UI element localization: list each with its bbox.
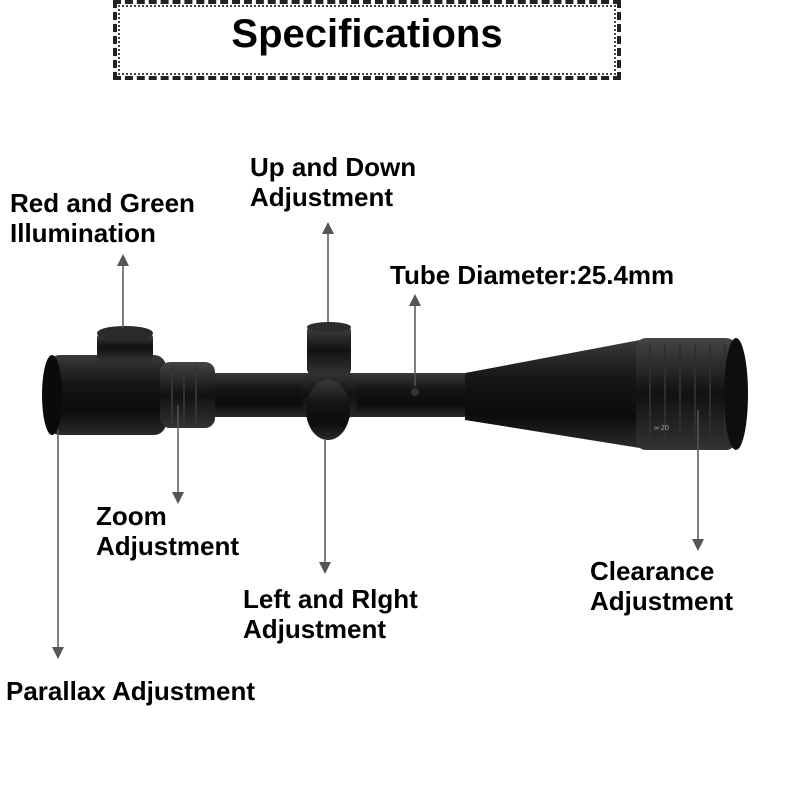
eyepiece bbox=[48, 355, 166, 435]
objective-bell bbox=[465, 340, 640, 448]
parallax-label: Parallax Adjustment bbox=[6, 676, 256, 706]
elevation-turret bbox=[307, 325, 351, 375]
objective-grip-ridges bbox=[649, 345, 726, 443]
illumination-label: Red and Green Illumination bbox=[10, 188, 195, 248]
clearance-label: Clearance Adjustment bbox=[590, 556, 733, 616]
eyepiece-end bbox=[42, 355, 62, 435]
callout-arrows bbox=[52, 222, 704, 659]
left-right-label: Left and Rlght Adjustment bbox=[243, 584, 418, 644]
objective-end bbox=[724, 338, 748, 450]
up-down-label: Up and Down Adjustment bbox=[250, 152, 417, 212]
zoom-ring bbox=[160, 362, 215, 428]
windage-turret bbox=[306, 380, 350, 440]
zoom-label: Zoom Adjustment bbox=[96, 501, 239, 561]
title-frame: Specifications bbox=[113, 0, 621, 80]
illumination-knob bbox=[97, 332, 153, 362]
page-title: Specifications bbox=[231, 12, 503, 56]
tube-diameter-label: Tube Diameter:25.4mm bbox=[390, 260, 675, 290]
parallax-marking: ∞ 20 bbox=[654, 425, 669, 432]
